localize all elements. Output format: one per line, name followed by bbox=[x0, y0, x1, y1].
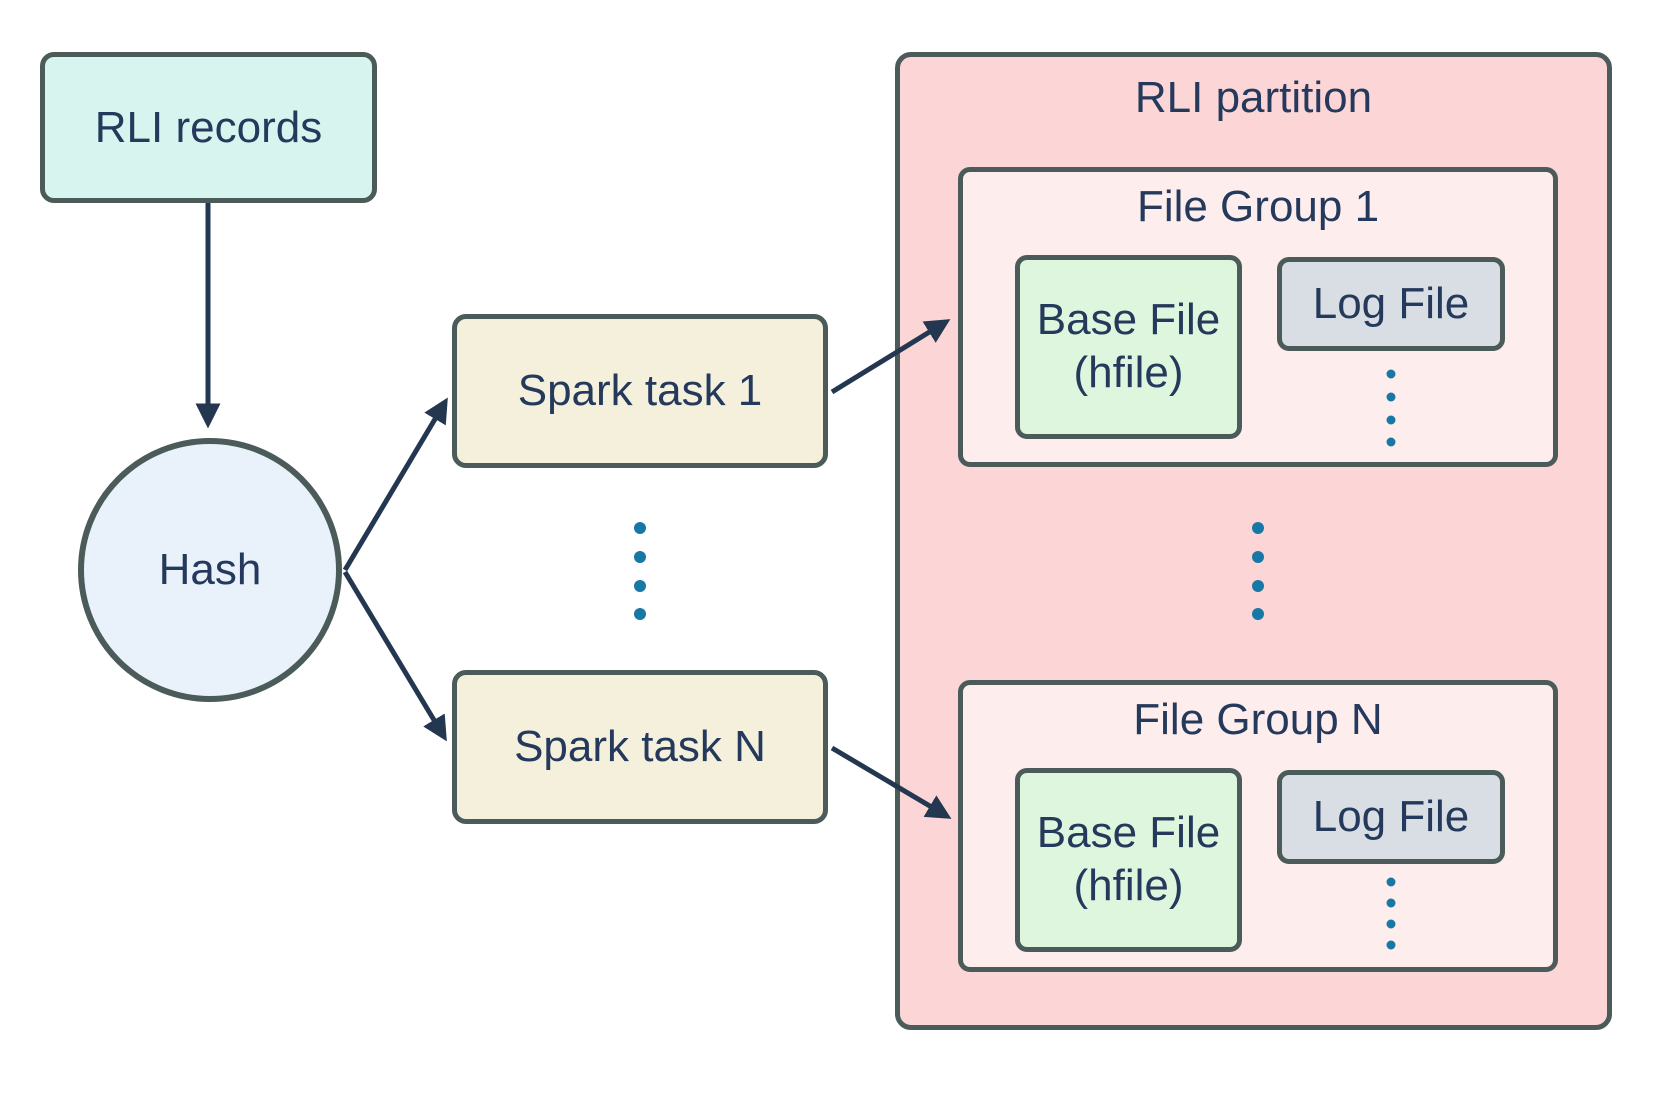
file-group-n-title: File Group N bbox=[1133, 695, 1383, 744]
rli-partition-title: RLI partition bbox=[1134, 73, 1373, 122]
rli-records-label: RLI records bbox=[94, 102, 323, 152]
node-file-group-1: File Group 1 Base File (hfile) Log File bbox=[958, 167, 1558, 467]
node-spark-task-n: Spark task N bbox=[452, 670, 828, 824]
base-file-1-sublabel: (hfile) bbox=[1073, 348, 1184, 397]
node-file-group-n: File Group N Base File (hfile) Log File bbox=[958, 680, 1558, 972]
node-spark-task-1: Spark task 1 bbox=[452, 314, 828, 468]
node-base-file-n: Base File (hfile) bbox=[1015, 768, 1242, 952]
log-file-n-label: Log File bbox=[1312, 792, 1470, 841]
base-file-1-label: Base File bbox=[1036, 295, 1221, 345]
node-log-file-1: Log File bbox=[1277, 257, 1505, 351]
hash-label: Hash bbox=[158, 545, 262, 595]
log-file-1-label: Log File bbox=[1312, 279, 1470, 328]
spark-task-n-label: Spark task N bbox=[514, 722, 766, 772]
node-hash: Hash bbox=[78, 438, 342, 702]
ellipsis-dots-between-spark-tasks-icon bbox=[634, 522, 646, 620]
node-rli-partition: RLI partition File Group 1 Base File (hf… bbox=[895, 52, 1612, 1030]
node-rli-records: RLI records bbox=[40, 52, 377, 203]
arrow-hash-to-spark-task-n bbox=[342, 570, 447, 742]
spark-task-1-label: Spark task 1 bbox=[517, 366, 763, 416]
node-log-file-n: Log File bbox=[1277, 770, 1505, 864]
base-file-n-sublabel: (hfile) bbox=[1073, 861, 1184, 910]
base-file-n-label: Base File bbox=[1036, 808, 1221, 858]
node-base-file-1: Base File (hfile) bbox=[1015, 255, 1242, 439]
arrow-hash-to-spark-task-1 bbox=[342, 397, 448, 572]
file-group-1-title: File Group 1 bbox=[1136, 182, 1380, 231]
